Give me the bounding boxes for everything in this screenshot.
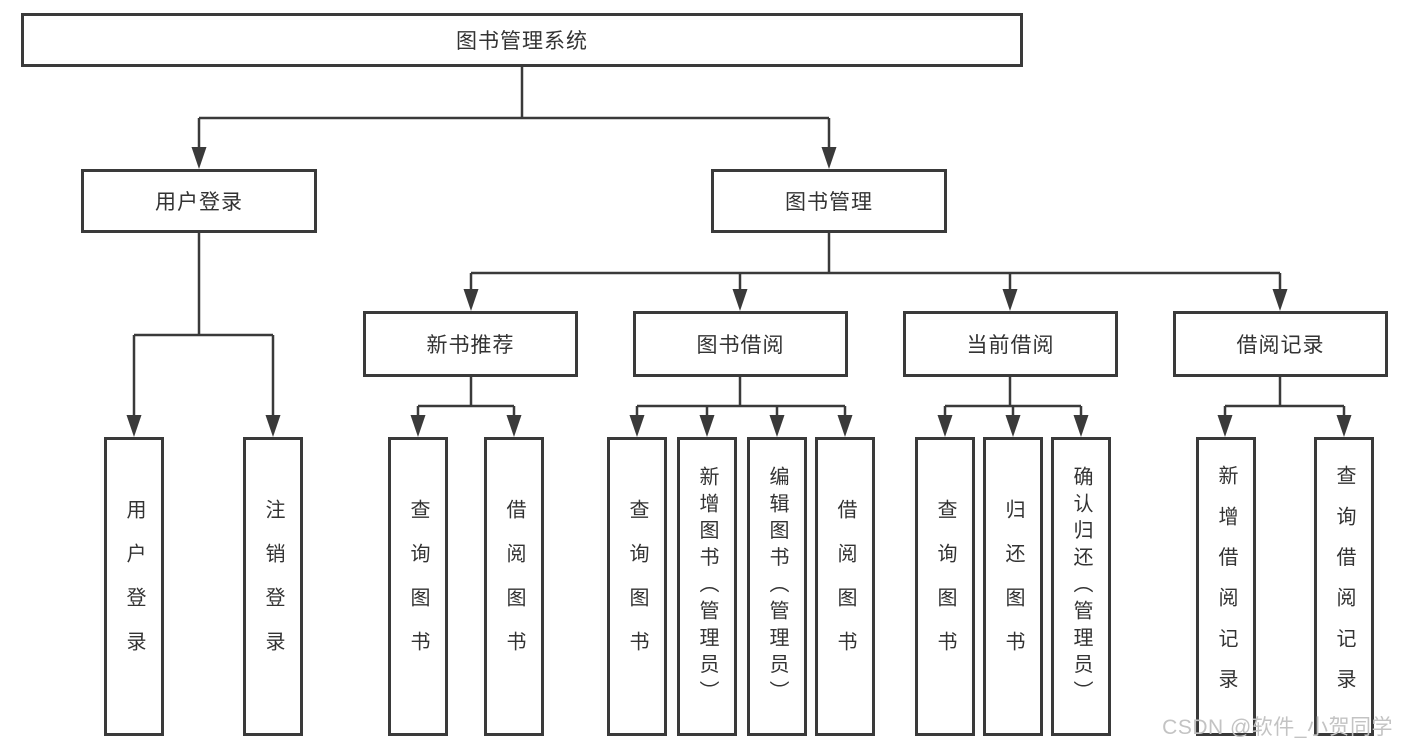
node-label: 归还图书 bbox=[1002, 498, 1024, 675]
node-logout: 注销登录 bbox=[243, 437, 303, 736]
node-query-books-1: 查询图书 bbox=[388, 437, 448, 736]
node-label: 借阅图书 bbox=[503, 498, 525, 675]
node-borrow-books-2: 借阅图书 bbox=[815, 437, 875, 736]
node-return-books: 归还图书 bbox=[983, 437, 1043, 736]
node-query-borrow-record: 查询借阅记录 bbox=[1314, 437, 1374, 736]
node-query-books-3: 查询图书 bbox=[915, 437, 975, 736]
node-label: 注销登录 bbox=[262, 498, 284, 675]
node-library-system: 图书管理系统 bbox=[21, 13, 1023, 67]
node-label: 确认归还（管理员） bbox=[1070, 466, 1092, 707]
node-query-books-2: 查询图书 bbox=[607, 437, 667, 736]
node-edit-books-admin: 编辑图书（管理员） bbox=[747, 437, 807, 736]
node-book-management: 图书管理 bbox=[711, 169, 947, 233]
node-label: 借阅图书 bbox=[834, 498, 856, 675]
node-user-login-group: 用户登录 bbox=[81, 169, 317, 233]
node-label: 图书借阅 bbox=[696, 334, 785, 357]
node-label: 当前借阅 bbox=[966, 334, 1055, 357]
node-label: 用户登录 bbox=[155, 191, 243, 214]
node-label: 图书管理 bbox=[785, 191, 873, 214]
node-label: 借阅记录 bbox=[1236, 334, 1325, 357]
node-label: 新书推荐 bbox=[426, 334, 515, 357]
node-book-borrowing: 图书借阅 bbox=[633, 311, 848, 377]
node-label: 新增借阅记录 bbox=[1215, 464, 1237, 709]
node-label: 用户登录 bbox=[123, 498, 145, 675]
node-label: 查询借阅记录 bbox=[1333, 464, 1355, 709]
node-label: 查询图书 bbox=[934, 498, 956, 675]
node-label: 查询图书 bbox=[407, 498, 429, 675]
csdn-watermark: CSDN @软件_小贺同学 bbox=[1162, 716, 1393, 739]
node-confirm-return-admin: 确认归还（管理员） bbox=[1051, 437, 1111, 736]
node-new-book-recommend: 新书推荐 bbox=[363, 311, 578, 377]
node-current-borrowing: 当前借阅 bbox=[903, 311, 1118, 377]
node-add-books-admin: 新增图书（管理员） bbox=[677, 437, 737, 736]
node-label: 编辑图书（管理员） bbox=[766, 466, 788, 707]
node-add-borrow-record: 新增借阅记录 bbox=[1196, 437, 1256, 736]
node-label: 查询图书 bbox=[626, 498, 648, 675]
node-user-login: 用户登录 bbox=[104, 437, 164, 736]
node-borrow-books-1: 借阅图书 bbox=[484, 437, 544, 736]
node-borrow-records: 借阅记录 bbox=[1173, 311, 1388, 377]
node-label: 新增图书（管理员） bbox=[696, 466, 718, 707]
node-label: 图书管理系统 bbox=[456, 30, 588, 53]
